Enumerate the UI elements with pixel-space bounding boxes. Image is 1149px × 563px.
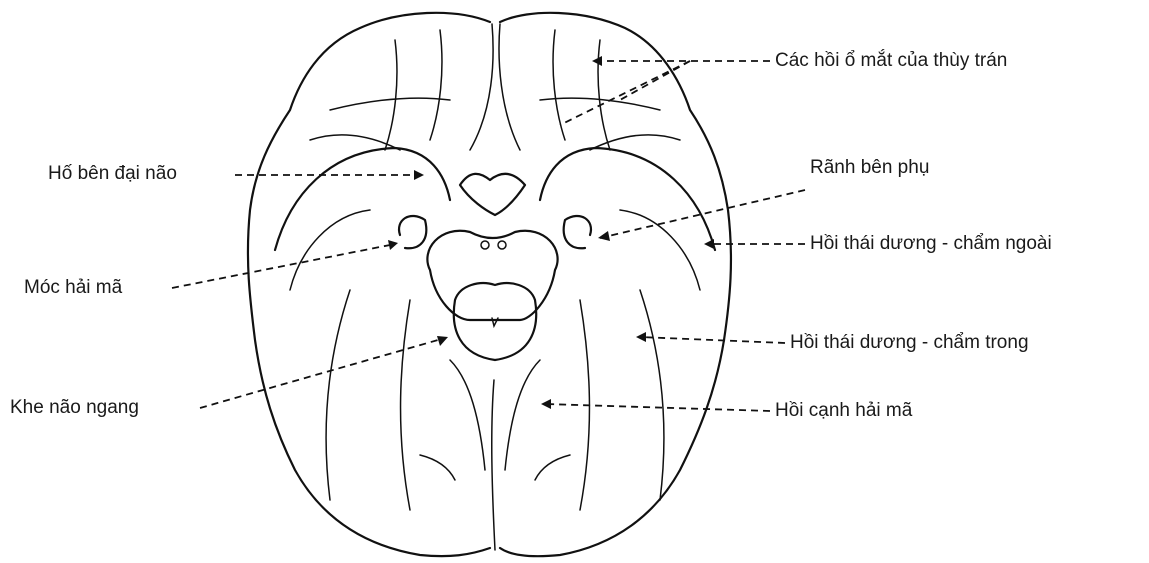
longitudinal-fissure-right	[499, 24, 520, 150]
longitudinal-fissure	[470, 24, 493, 150]
midbrain	[427, 231, 557, 320]
label-uncus: Móc hải mã	[24, 277, 122, 299]
label-collateral-sulcus: Rãnh bên phụ	[810, 157, 929, 179]
label-parahippocampal: Hồi cạnh hải mã	[775, 400, 912, 422]
left-hemisphere-outline	[248, 13, 490, 556]
posterior-midline	[492, 380, 495, 550]
label-orbital-gyri: Các hồi ổ mắt của thùy trán	[775, 50, 1007, 72]
optic-chiasm	[460, 174, 525, 215]
leader-uncus	[172, 244, 395, 288]
uncus-right	[564, 216, 591, 248]
uncus-left	[399, 216, 426, 248]
label-lateral-fossa: Hố bên đại não	[48, 163, 177, 185]
label-lateral-occipitotemporal: Hồi thái dương - chẩm ngoài	[810, 233, 1052, 255]
leader-transverse-fissure	[200, 338, 445, 408]
leader-collateral-sulcus	[600, 190, 805, 238]
right-hemisphere-outline	[500, 13, 731, 556]
label-transverse-fissure: Khe não ngang	[10, 397, 139, 419]
label-medial-occipitotemporal: Hồi thái dương - chẩm trong	[790, 332, 1029, 354]
leader-medial-occipitotemporal	[640, 337, 785, 343]
pons-outline	[454, 283, 536, 360]
leader-parahippocampal	[545, 404, 770, 411]
